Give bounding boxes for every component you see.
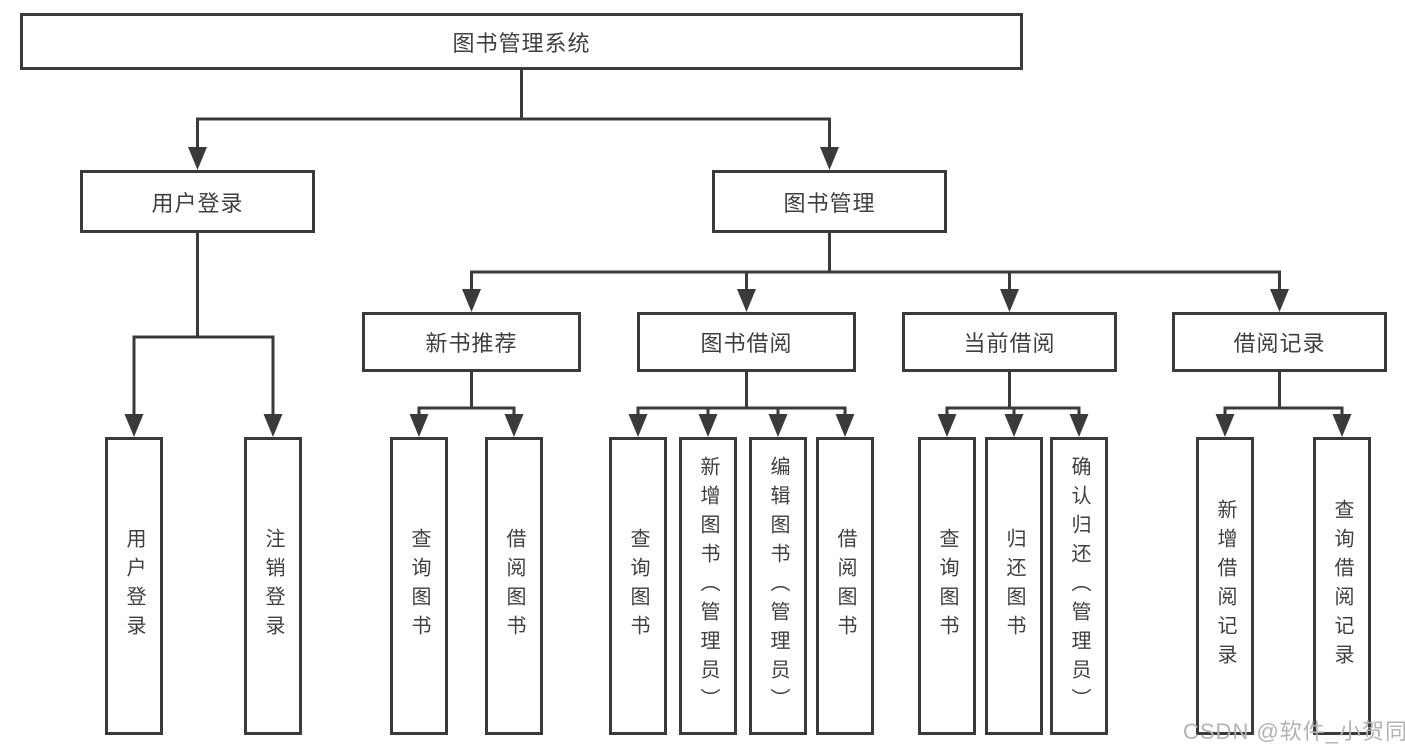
leaf-borrow-books-1: 借阅图书	[485, 437, 543, 735]
arrowhead-icon	[737, 289, 756, 312]
leaf-query-borrow-record-label: 查询借阅记录	[1331, 499, 1353, 673]
node-borrow-records-label: 借阅记录	[1233, 331, 1326, 356]
leaf-borrow-books-2: 借阅图书	[816, 437, 874, 735]
leaf-edit-book-admin-label: 编辑图书（管理员）	[767, 455, 789, 717]
leaf-query-books-1-label: 查询图书	[408, 528, 430, 644]
arrowhead-icon	[835, 414, 855, 437]
leaf-logout: 注销登录	[244, 437, 302, 735]
node-user-login: 用户登录	[80, 170, 315, 233]
watermark: CSDN @软件_小贺同学	[1183, 719, 1405, 744]
leaf-return-books-label: 归还图书	[1003, 528, 1025, 644]
node-current-borrow-label: 当前借阅	[963, 331, 1056, 356]
arrowhead-icon	[188, 147, 207, 170]
leaf-borrow-books-2-label: 借阅图书	[834, 528, 856, 644]
arrowhead-icon	[124, 414, 144, 437]
leaf-add-book-admin-label: 新增图书（管理员）	[697, 455, 719, 717]
node-root: 图书管理系统	[20, 13, 1023, 70]
node-borrow-records: 借阅记录	[1172, 312, 1387, 372]
node-current-borrow: 当前借阅	[902, 312, 1117, 372]
node-user-login-label: 用户登录	[151, 190, 244, 216]
leaf-query-books-1: 查询图书	[390, 437, 448, 735]
arrowhead-icon	[1215, 414, 1235, 437]
node-root-label: 图书管理系统	[452, 30, 591, 56]
leaf-query-books-2-label: 查询图书	[627, 528, 649, 644]
leaf-query-borrow-record: 查询借阅记录	[1313, 437, 1371, 735]
arrowhead-icon	[504, 414, 524, 437]
arrowhead-icon	[937, 414, 957, 437]
leaf-confirm-return-admin-label: 确认归还（管理员）	[1068, 455, 1090, 717]
leaf-query-books-3: 查询图书	[918, 437, 976, 735]
node-book-borrow: 图书借阅	[637, 312, 856, 372]
leaf-add-borrow-record-label: 新增借阅记录	[1214, 499, 1236, 673]
node-book-management-label: 图书管理	[783, 190, 876, 216]
node-new-book-recommend: 新书推荐	[362, 312, 581, 372]
node-new-book-recommend-label: 新书推荐	[425, 331, 518, 356]
leaf-user-login: 用户登录	[105, 437, 163, 735]
arrowhead-icon	[768, 414, 788, 437]
leaf-add-borrow-record: 新增借阅记录	[1196, 437, 1254, 735]
leaf-user-login-label: 用户登录	[123, 528, 145, 644]
arrowhead-icon	[409, 414, 429, 437]
leaf-confirm-return-admin: 确认归还（管理员）	[1050, 437, 1108, 735]
leaf-logout-label: 注销登录	[262, 528, 284, 644]
arrowhead-icon	[698, 414, 718, 437]
leaf-query-books-3-label: 查询图书	[936, 528, 958, 644]
node-book-management: 图书管理	[712, 170, 947, 233]
arrowhead-icon	[628, 414, 648, 437]
arrowhead-icon	[1069, 414, 1089, 437]
node-book-borrow-label: 图书借阅	[700, 331, 793, 356]
leaf-add-book-admin: 新增图书（管理员）	[679, 437, 737, 735]
arrowhead-icon	[1270, 289, 1289, 312]
leaf-return-books: 归还图书	[985, 437, 1043, 735]
arrowhead-icon	[1000, 289, 1019, 312]
arrowhead-icon	[820, 147, 839, 170]
leaf-query-books-2: 查询图书	[609, 437, 667, 735]
leaf-borrow-books-1-label: 借阅图书	[503, 528, 525, 644]
arrowhead-icon	[1004, 414, 1024, 437]
arrowhead-icon	[462, 289, 481, 312]
arrowhead-icon	[263, 414, 283, 437]
arrowhead-icon	[1332, 414, 1352, 437]
leaf-edit-book-admin: 编辑图书（管理员）	[749, 437, 807, 735]
